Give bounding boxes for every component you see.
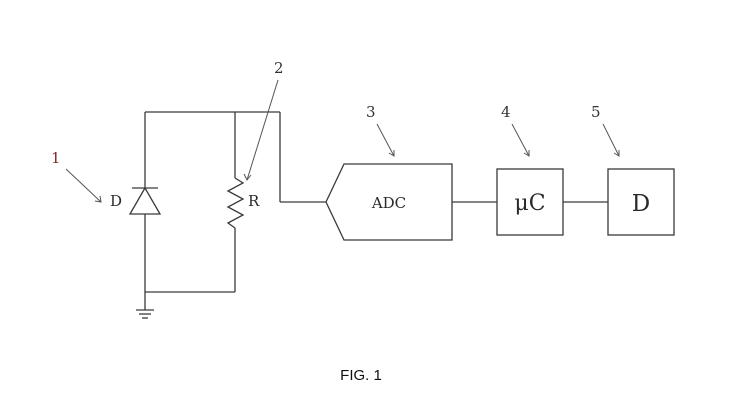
ref-numeral-1: 1	[51, 149, 61, 167]
leader-arrow-5	[602, 123, 620, 157]
adc-block	[325, 163, 453, 241]
microcontroller-block	[496, 168, 564, 236]
leader-arrow-1	[65, 168, 102, 203]
leader-arrow-4	[511, 123, 530, 157]
diode-symbol	[128, 186, 162, 215]
diode-triangle	[128, 186, 162, 215]
ground-icon	[136, 309, 154, 319]
resistor-label: R	[248, 192, 260, 210]
leader-arrow-3	[376, 123, 395, 157]
resistor-symbol	[226, 177, 245, 229]
ref-numeral-5: 5	[591, 103, 601, 121]
diode-label: D	[110, 192, 122, 210]
circuit-wires	[144, 111, 608, 310]
adc-label: ADC	[371, 194, 406, 212]
display-label: D	[632, 191, 650, 217]
display-block	[607, 168, 675, 236]
ref-numeral-4: 4	[501, 103, 511, 121]
microcontroller-label: μC	[514, 191, 545, 216]
figure-caption: FIG. 1	[340, 367, 382, 384]
ref-numeral-2: 2	[274, 59, 284, 77]
ref-numeral-3: 3	[366, 103, 376, 121]
leader-arrow-2	[243, 79, 279, 181]
